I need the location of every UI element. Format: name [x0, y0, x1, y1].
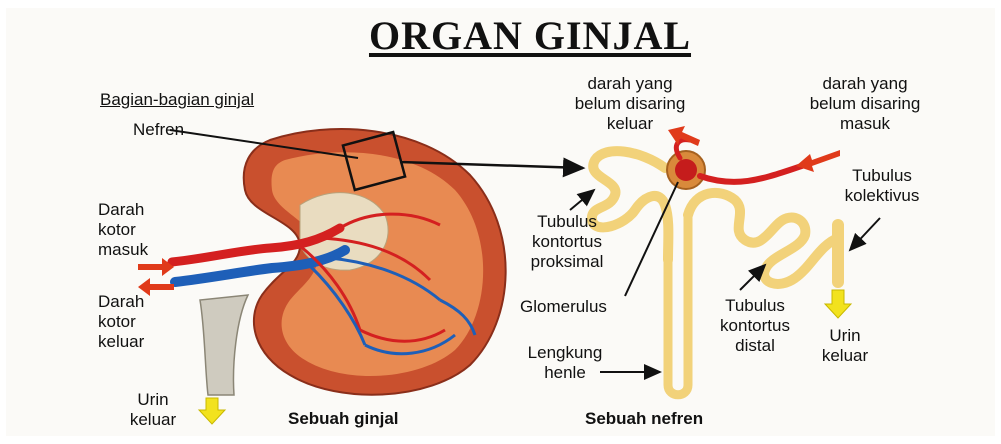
proximal-line-2: kontortus: [512, 232, 622, 252]
unfiltered-out-line-3: keluar: [555, 114, 705, 134]
nephron-urine-line-2: keluar: [810, 346, 880, 366]
proximal-line-3: proksimal: [512, 252, 622, 272]
proximal-pointer: [570, 190, 594, 210]
dirty-blood-in-line-3: masuk: [98, 240, 148, 260]
henle-line-1: Lengkung: [505, 343, 625, 363]
unfiltered-blood-in-label: darah yang belum disaring masuk: [785, 74, 945, 134]
henle-label: Lengkung henle: [505, 343, 625, 383]
urine-arrow-nephron: [825, 290, 851, 318]
ureter: [200, 295, 248, 395]
kidney-urine-label: Urin keluar: [118, 390, 188, 430]
unfiltered-out-line-2: belum disaring: [555, 94, 705, 114]
collecting-tubule-label: Tubulus kolektivus: [822, 166, 942, 206]
blood-arrows-left: [138, 258, 174, 296]
dirty-blood-out-line-3: keluar: [98, 332, 144, 352]
dirty-blood-in-line-2: kotor: [98, 220, 148, 240]
afferent-vessel: [700, 165, 805, 182]
kidney-caption: Sebuah ginjal: [288, 409, 399, 429]
proximal-tubule-label: Tubulus kontortus proksimal: [512, 212, 622, 272]
unfiltered-in-line-2: belum disaring: [785, 94, 945, 114]
dirty-blood-out-line-2: kotor: [98, 312, 144, 332]
proximal-line-1: Tubulus: [512, 212, 622, 232]
collecting-line-2: kolektivus: [822, 186, 942, 206]
kidney-urine-line-2: keluar: [118, 410, 188, 430]
nephron-urine-label: Urin keluar: [810, 326, 880, 366]
unfiltered-blood-out-label: darah yang belum disaring keluar: [555, 74, 705, 134]
unfiltered-in-line-1: darah yang: [785, 74, 945, 94]
dirty-blood-out-line-1: Darah: [98, 292, 144, 312]
urine-arrow-kidney: [199, 398, 225, 424]
dirty-blood-in-label: Darah kotor masuk: [98, 200, 148, 260]
dirty-blood-in-line-1: Darah: [98, 200, 148, 220]
glomerulus-capillaries: [675, 159, 697, 181]
collecting-line-1: Tubulus: [822, 166, 942, 186]
glomerulus-label: Glomerulus: [520, 297, 607, 317]
nephron-caption: Sebuah nefren: [585, 409, 703, 429]
collecting-pointer: [850, 218, 880, 250]
parts-heading: Bagian-bagian ginjal: [100, 90, 254, 110]
distal-tubule: [688, 193, 838, 284]
henle-line-2: henle: [505, 363, 625, 383]
distal-tubule-label: Tubulus kontortus distal: [700, 296, 810, 356]
distal-line-1: Tubulus: [700, 296, 810, 316]
nephron-urine-line-1: Urin: [810, 326, 880, 346]
dirty-blood-out-label: Darah kotor keluar: [98, 292, 144, 352]
distal-line-3: distal: [700, 336, 810, 356]
nefren-label: Nefren: [133, 120, 184, 140]
unfiltered-out-line-1: darah yang: [555, 74, 705, 94]
kidney-urine-line-1: Urin: [118, 390, 188, 410]
unfiltered-in-line-3: masuk: [785, 114, 945, 134]
distal-line-2: kontortus: [700, 316, 810, 336]
